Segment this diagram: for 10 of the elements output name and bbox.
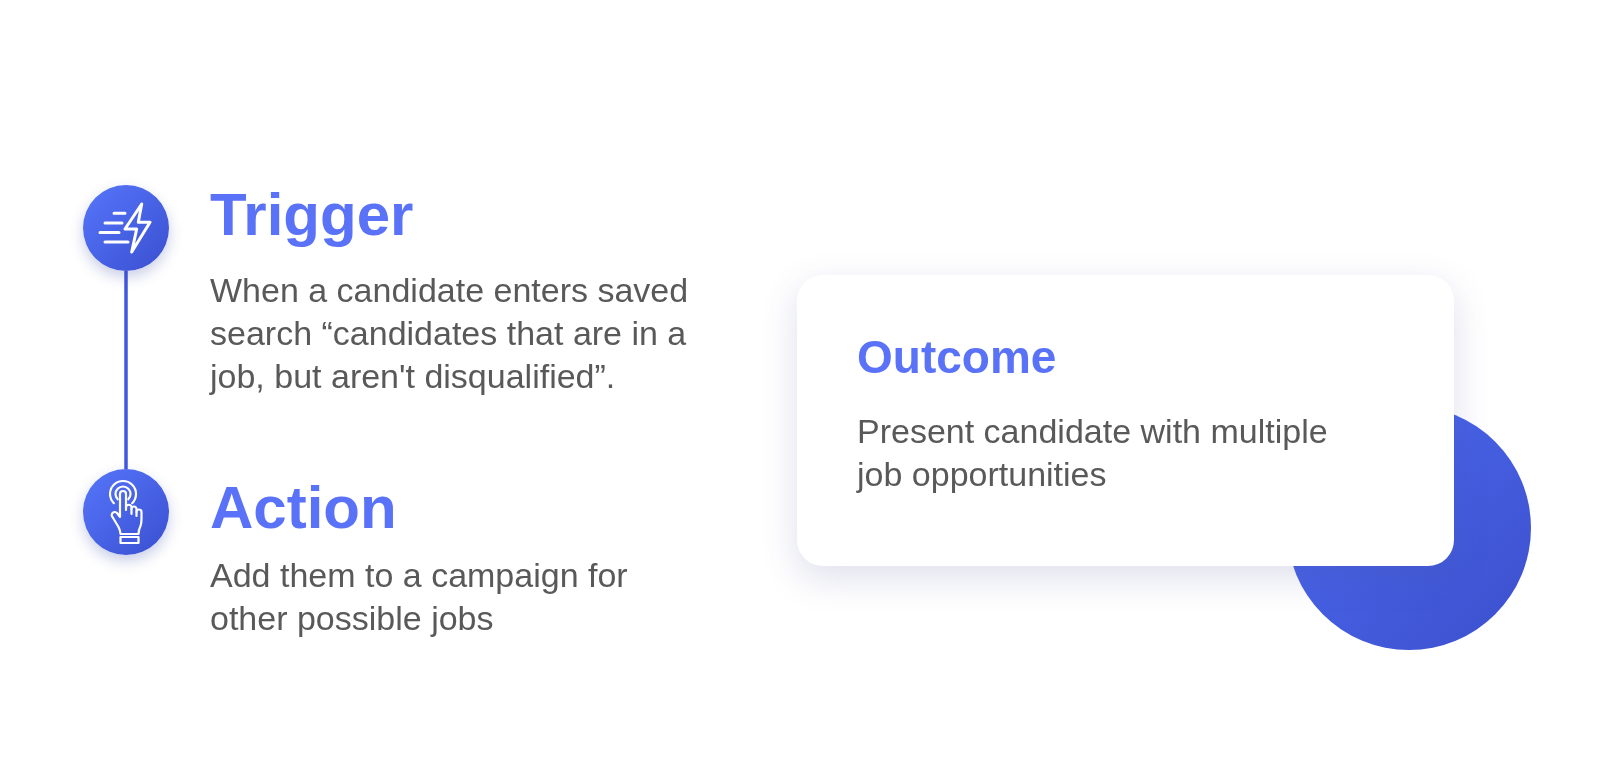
- connector-line: [124, 271, 128, 469]
- step-circle: [83, 469, 169, 555]
- step-heading: Action: [210, 478, 397, 538]
- card-heading: Outcome: [857, 334, 1057, 380]
- step-heading: Trigger: [210, 185, 414, 245]
- card-text: Present candidate with multiple job opportunities: [857, 411, 1329, 495]
- step-description: Add them to a campaign for other possible jobs: [210, 555, 629, 639]
- card: [797, 275, 1454, 566]
- step-description: When a candidate enters saved search “candidates that are in a job, but aren't disqualified”.: [210, 270, 690, 397]
- step-circle: [83, 185, 169, 271]
